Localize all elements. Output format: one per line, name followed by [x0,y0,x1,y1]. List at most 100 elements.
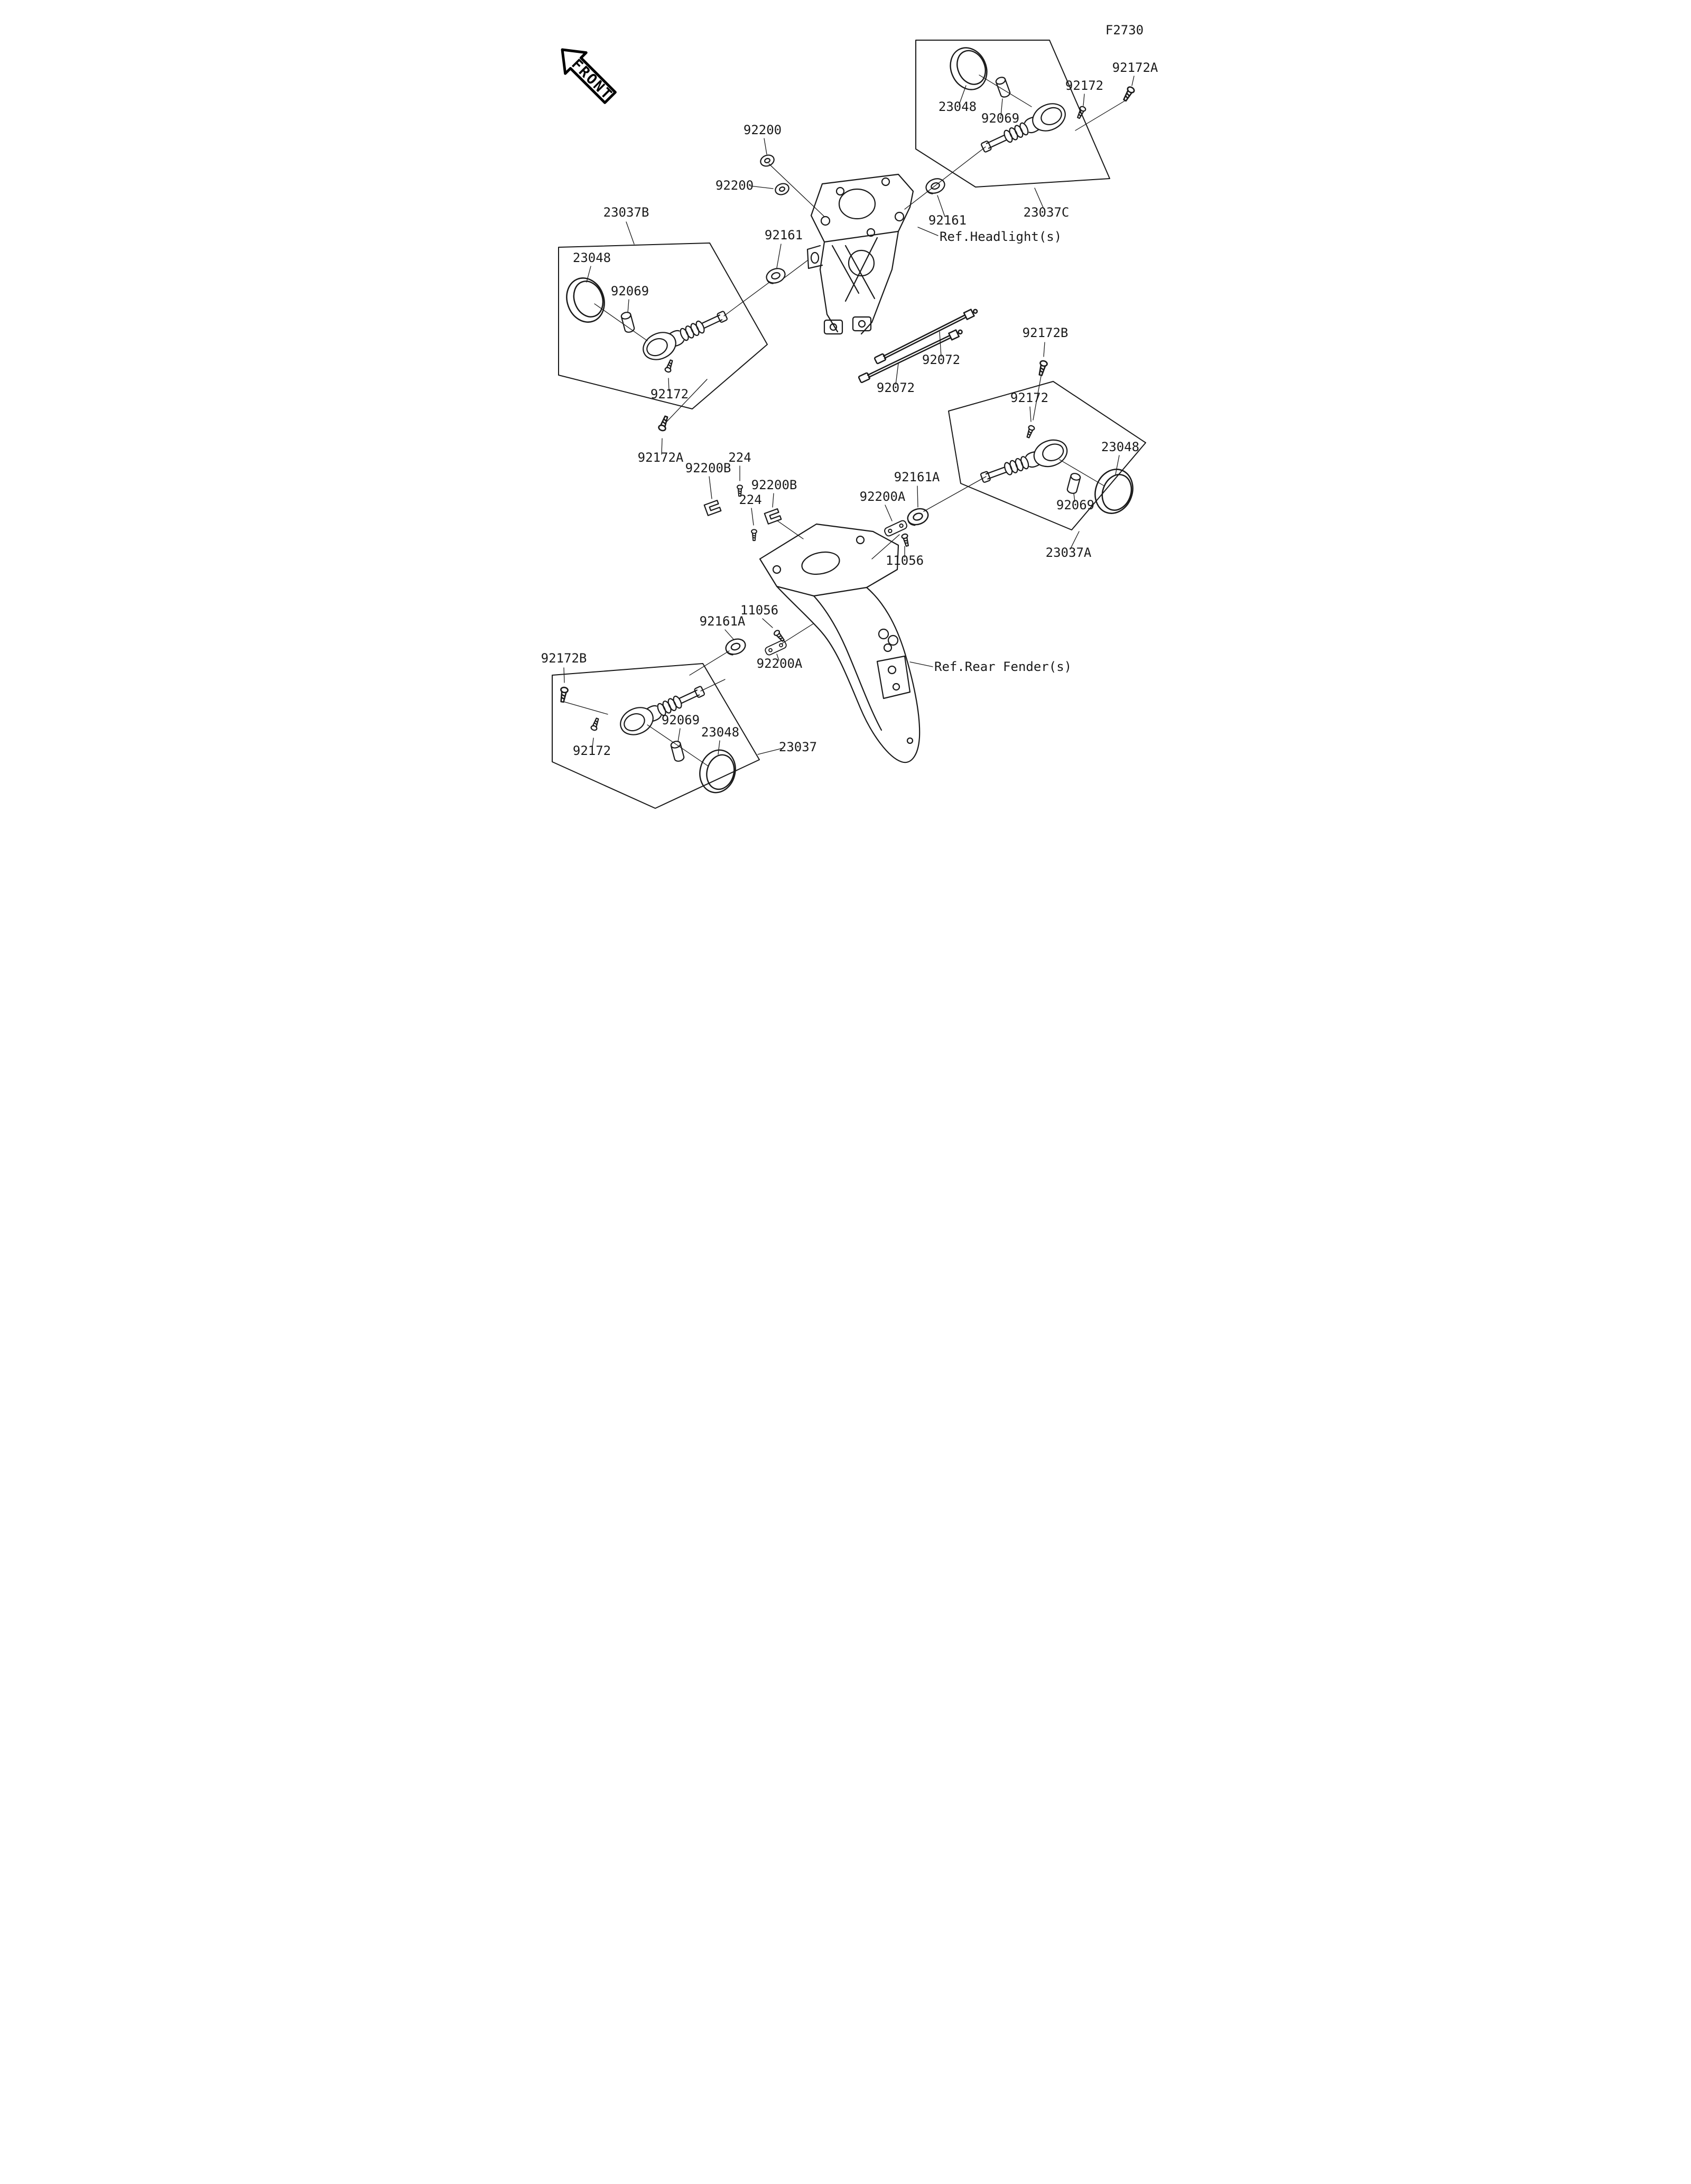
rear-left-signal-body-drawing [615,678,709,741]
front-right-bulb-drawing [994,75,1012,99]
rear-left-screw-drawing [590,717,601,732]
bracket-center-hole [838,188,876,220]
leader-line [1000,98,1003,117]
rear-fender: Ref.Rear Fender(s) [759,523,1072,763]
figure-code: F2730 [1105,23,1144,38]
part-label-clip-screw-right: 224 [739,492,761,507]
harness-line [923,476,987,512]
part-label-cable-right: 92072 [922,352,960,367]
part-label-small-screw-rear-left: 11056 [740,603,778,618]
bracket-hole [881,177,890,186]
part-label-bulb-rear-left: 92069 [662,713,700,727]
front-right-signal-body-drawing [977,98,1071,161]
part-label-bulb-front-left: 92069 [611,284,649,298]
leader-line [762,618,773,628]
leader-line [1083,94,1085,106]
leader-line [592,738,594,748]
mount-line [1075,100,1126,131]
front-left-screw-drawing [664,359,675,374]
part-label-lens-rear-right: 23048 [1101,440,1139,454]
fender-plate-hole [887,665,897,675]
part-label-bracket-rear-right: 92200A [860,489,906,504]
fender-top-plate [759,523,899,597]
part-label-clip-right: 92200B [751,478,797,492]
leader-line [917,227,939,236]
bracket-foot [823,319,843,335]
rear-right-long-screw-drawing [1036,359,1048,377]
fender-clips: 92200B 224 92200B 224 [685,450,804,542]
part-label-bracket-rear-left: 92200A [757,656,803,671]
leader-line [1131,76,1135,86]
axis-line [594,303,648,341]
rear-right-screw-drawing [1025,424,1036,439]
signal-cables: 92072 92072 [857,306,980,395]
mount-line [776,520,804,539]
leader-line [724,629,734,640]
fender-center-slot [801,551,840,575]
leader-line [757,748,784,755]
bracket-foot-hole [858,320,866,328]
front-right-lens-drawing [943,41,994,96]
front-right-signal-assembly: 23048 92069 92172 92172A 23037C [915,40,1158,220]
rear-right-grommet-drawing [905,505,931,528]
fender-hole [887,634,899,646]
front-direction-arrow: FRONT [561,48,617,104]
leader-line [776,244,782,268]
leader-line [677,728,681,742]
bracket-ear [806,245,823,269]
bracket-large-hole [848,249,875,277]
part-label-clip-screw-left: 224 [728,450,751,465]
rear-left-long-screw-drawing [558,686,569,703]
leader-line [885,505,893,521]
bracket-arm-right [860,230,899,335]
assembly-box-rear-left [552,663,760,809]
reference-label-rear-fender: Ref.Rear Fender(s) [934,659,1072,674]
fender-plate [876,655,911,699]
bracket-hole [835,186,845,196]
bracket-arm-left [819,241,839,333]
leader-line [750,185,774,189]
fender-blade [776,585,921,763]
part-label-grommet-front-left: 92161 [765,228,803,242]
mount-line [871,534,900,559]
stay-washers: 92200 92200 [716,123,825,217]
mount-line [1033,376,1042,421]
part-label-long-screw-rear-left: 92172B [541,651,587,666]
part-label-long-screw-front-right: 92172A [1112,60,1158,75]
lower-washer-drawing [773,181,791,197]
fender-hole [906,737,914,744]
assembly-box-rear-right [948,381,1146,530]
leader-line [1070,531,1080,550]
axis-line [768,163,825,217]
parts-diagram-page: F2730 FRONT 23048 92069 92172 92172A 23 [518,0,1173,829]
rear-right-signal-assembly: 23037A 92172B 92172 23048 92069 [923,325,1146,560]
leader-line [939,331,942,357]
fender-hole [772,565,782,574]
leader-line [772,493,774,508]
part-label-bulb-rear-right: 92069 [1056,498,1094,512]
leader-line [668,378,670,391]
bracket-hole [894,211,905,222]
leader-line [1043,342,1045,357]
part-label-screw-rear-right: 92172 [1010,390,1048,405]
leader-line [1073,493,1075,502]
part-label-screw-front-right: 92172 [1065,78,1103,93]
part-label-long-screw-front-left: 92172A [638,450,684,465]
front-grommets: 92161 92161 [764,146,986,286]
part-label-bulb-front-right: 92069 [981,111,1019,126]
fender-plate-hole [892,683,900,691]
right-clip-screw-drawing [751,529,757,542]
part-label-grommet-front-right: 92161 [928,213,967,228]
leader-line [764,138,767,155]
axis-line [979,74,1032,107]
front-left-grommet-drawing [764,265,788,286]
upper-washer-drawing [758,153,776,169]
rear-right-lens-drawing [1088,463,1140,520]
rear-left-grommet-drawing [723,636,748,658]
mount-line [689,650,730,676]
part-label-cable-left: 92072 [877,380,915,395]
assembly-box-front-left [558,242,768,409]
rear-left-bulb-drawing [670,740,685,763]
left-clip-drawing [703,499,722,516]
part-label-screw-front-left: 92172 [651,387,689,402]
